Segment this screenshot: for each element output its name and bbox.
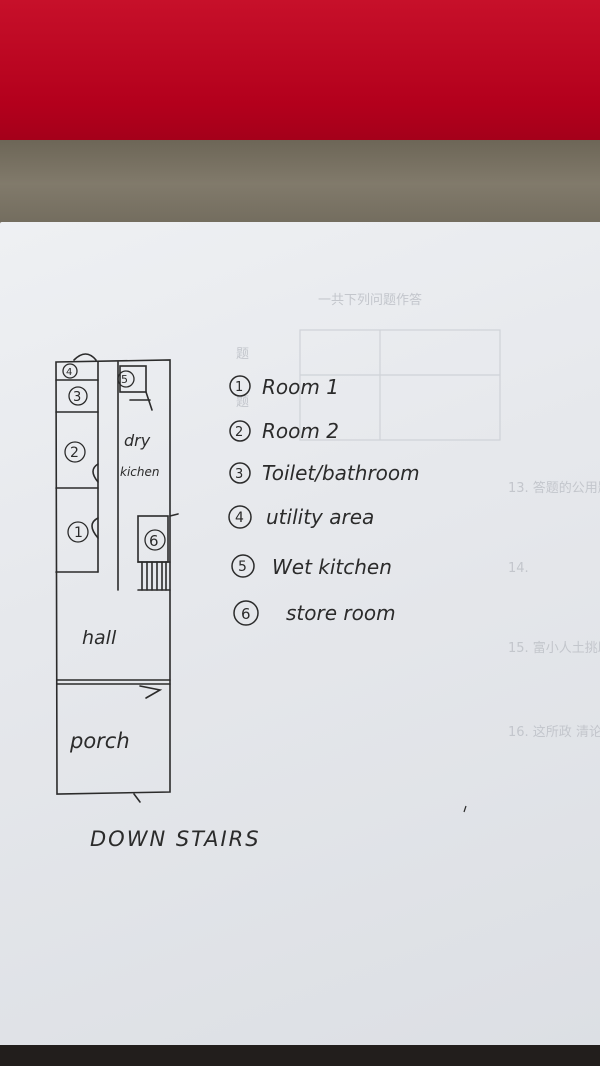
- door-utility: [73, 353, 97, 361]
- plan-label-5: 5: [121, 373, 128, 386]
- porch-door: [139, 685, 163, 699]
- legend-num-6: 6: [241, 605, 251, 623]
- wet-kitchen-box: [119, 365, 147, 393]
- legend-label-4: utility area: [266, 505, 374, 529]
- stray-mark: [463, 805, 467, 813]
- hall-label: hall: [82, 627, 117, 649]
- door-room-2: [92, 463, 99, 483]
- legend-label-6: store room: [286, 601, 396, 625]
- dark-bottom-edge: [0, 1045, 600, 1066]
- stair-mark: [169, 513, 179, 517]
- downstairs-caption: DOWN STAIRS: [90, 827, 261, 851]
- bleed-through-line-15: 15. 富小人土挑助学政里的: [508, 640, 600, 656]
- legend-circles: [228, 375, 259, 626]
- porch-label: porch: [69, 729, 130, 753]
- legend-num-5: 5: [238, 559, 247, 575]
- legend-label-1: Room 1: [262, 375, 339, 399]
- plan-label-1: 1: [74, 525, 83, 541]
- bleed-through-line-16: 16. 这所政 清论 壤城市 , 前此学初: [508, 724, 600, 740]
- bleed-through-line-14: 14.: [508, 561, 529, 576]
- kitchen-label: kichen: [120, 465, 159, 479]
- staircase: [137, 561, 171, 591]
- legend-label-5: Wet kitchen: [272, 555, 392, 579]
- floor-plan: [55, 353, 179, 803]
- legend-label-3: Toilet/bathroom: [262, 461, 420, 485]
- bleed-through-header: 一共下列问题作答: [318, 292, 422, 308]
- legend-num-2: 2: [235, 425, 243, 440]
- bleed-through-table: [299, 329, 501, 441]
- plan-label-3: 3: [73, 390, 81, 405]
- legend-num-3: 3: [235, 467, 243, 482]
- wet-kitchen-door: [145, 391, 153, 411]
- bleed-through-cell: 题: [236, 347, 249, 362]
- bleed-through-cell: 题: [236, 395, 249, 410]
- outer-wall: [55, 359, 171, 795]
- plan-label-4: 4: [66, 367, 72, 378]
- entrance-mark: [133, 793, 141, 803]
- legend-num-4: 4: [235, 510, 244, 526]
- plan-label-2: 2: [70, 445, 79, 461]
- plan-label-6: 6: [149, 532, 159, 550]
- plan-room-numbers: [62, 363, 166, 551]
- red-cloth-background: [0, 0, 600, 150]
- bleed-through-line-13: 13. 答题的公用题方题(答意选了一): [508, 480, 600, 496]
- legend-label-2: Room 2: [262, 419, 339, 443]
- legend-num-1: 1: [235, 380, 243, 395]
- dry-label: dry: [124, 431, 151, 450]
- door-room-1: [91, 517, 99, 539]
